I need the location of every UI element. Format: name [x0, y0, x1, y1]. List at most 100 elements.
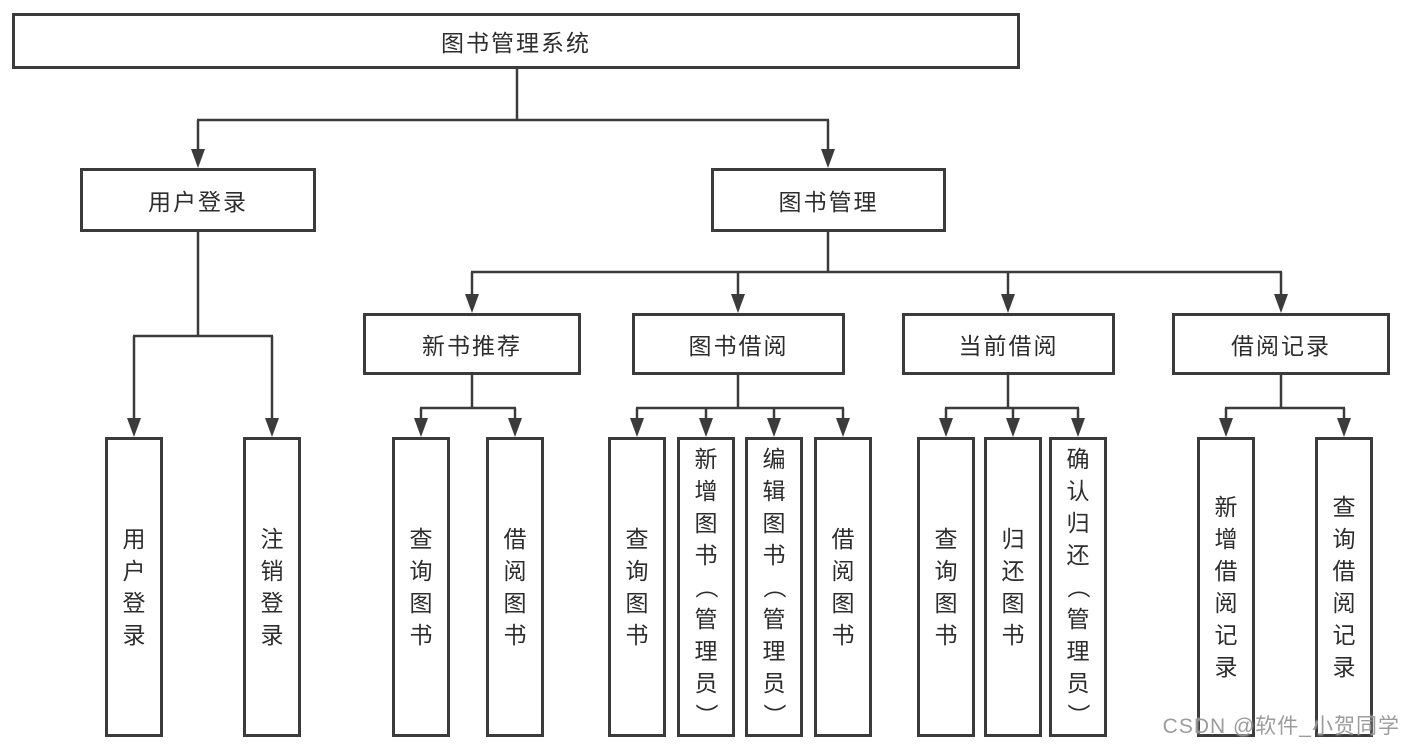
vertical-char: ） [1065, 703, 1091, 727]
vertical-char: 新 [1214, 494, 1238, 520]
vertical-char: 借 [503, 526, 527, 552]
leaf-logout: 注销登录 [243, 437, 301, 737]
vertical-char: 员 [694, 670, 718, 696]
vertical-char: 借 [831, 526, 855, 552]
vertical-char: 辑 [762, 478, 786, 504]
node-label: 新书推荐 [422, 333, 522, 359]
vertical-char: 编 [762, 446, 786, 472]
leaf-borrow-books-recommend: 借阅图书 [486, 437, 544, 737]
vertical-char: 图 [934, 590, 958, 616]
vertical-char: 确 [1066, 446, 1090, 472]
vertical-char: 图 [503, 590, 527, 616]
csdn-watermark: CSDN @软件_小贺同学 [1162, 715, 1400, 738]
vertical-char: 员 [762, 670, 786, 696]
vertical-char: ） [693, 703, 719, 727]
vertical-char: 查 [409, 526, 433, 552]
vertical-char: 录 [1332, 654, 1356, 680]
vertical-char: （ [693, 575, 719, 599]
node-label: 图书管理 [778, 189, 879, 215]
vertical-char: 阅 [503, 558, 527, 584]
leaf-edit-book-admin: 编辑图书 （ 管理员 ） [745, 437, 803, 737]
vertical-char: 归 [1066, 510, 1090, 536]
node-label: 图书借阅 [688, 333, 789, 359]
node-book-management: 图书管理 [711, 168, 946, 232]
node-current-borrow: 当前借阅 [902, 313, 1115, 375]
node-label: 当前借阅 [958, 333, 1059, 359]
vertical-char: 登 [260, 590, 284, 616]
vertical-char: 认 [1066, 478, 1090, 504]
vertical-char: 书 [934, 622, 958, 648]
node-new-book-recommend: 新书推荐 [363, 313, 581, 375]
vertical-char: 员 [1066, 670, 1090, 696]
vertical-char: 图 [625, 590, 649, 616]
node-borrow-records: 借阅记录 [1172, 313, 1390, 375]
vertical-char: 图 [831, 590, 855, 616]
vertical-char: 增 [694, 478, 718, 504]
vertical-char: 记 [1214, 622, 1238, 648]
vertical-char: 注 [260, 526, 284, 552]
arrowheads [127, 149, 1351, 437]
leaf-query-borrow-record: 查询借阅记录 [1315, 437, 1373, 737]
vertical-char: 书 [625, 622, 649, 648]
leaf-user-login: 用户登录 [105, 437, 163, 737]
leaf-borrow-books: 借阅图书 [814, 437, 872, 737]
node-label: 图书管理系统 [441, 30, 591, 56]
vertical-char: 管 [1066, 606, 1090, 632]
node-book-borrow: 图书借阅 [632, 313, 845, 375]
leaf-add-book-admin: 新增图书 （ 管理员 ） [677, 437, 735, 737]
vertical-char: 录 [1214, 654, 1238, 680]
vertical-char: 查 [934, 526, 958, 552]
vertical-char: 理 [762, 638, 786, 664]
vertical-char: 书 [409, 622, 433, 648]
leaf-confirm-return-admin: 确认归还 （ 管理员 ） [1049, 437, 1107, 737]
node-user-login: 用户登录 [80, 168, 316, 232]
vertical-char: 新 [694, 446, 718, 472]
vertical-char: 录 [260, 622, 284, 648]
vertical-char: 询 [409, 558, 433, 584]
vertical-char: 理 [1066, 638, 1090, 664]
vertical-char: 书 [831, 622, 855, 648]
vertical-char: 书 [762, 542, 786, 568]
vertical-char: ） [761, 703, 787, 727]
vertical-char: 借 [1332, 558, 1356, 584]
leaf-query-books-recommend: 查询图书 [392, 437, 450, 737]
vertical-char: 询 [625, 558, 649, 584]
vertical-char: 图 [762, 510, 786, 536]
vertical-char: 用 [122, 526, 146, 552]
vertical-char: 阅 [1332, 590, 1356, 616]
leaf-add-borrow-record: 新增借阅记录 [1197, 437, 1255, 737]
vertical-char: 录 [122, 622, 146, 648]
vertical-char: 理 [694, 638, 718, 664]
node-library-management-system: 图书管理系统 [12, 13, 1020, 69]
vertical-char: 书 [694, 542, 718, 568]
vertical-char: 管 [762, 606, 786, 632]
vertical-char: 登 [122, 590, 146, 616]
vertical-char: 借 [1214, 558, 1238, 584]
vertical-char: 查 [1332, 494, 1356, 520]
leaf-query-books-current: 查询图书 [917, 437, 975, 737]
node-label: 用户登录 [148, 189, 248, 215]
vertical-char: 归 [1001, 526, 1025, 552]
vertical-char: 还 [1066, 542, 1090, 568]
vertical-char: 销 [260, 558, 284, 584]
node-label: 借阅记录 [1231, 333, 1331, 359]
vertical-char: 管 [694, 606, 718, 632]
vertical-char: 书 [1001, 622, 1025, 648]
leaf-return-book: 归还图书 [984, 437, 1042, 737]
vertical-char: 查 [625, 526, 649, 552]
vertical-char: （ [761, 575, 787, 599]
vertical-char: 询 [934, 558, 958, 584]
vertical-char: 询 [1332, 526, 1356, 552]
vertical-char: 阅 [1214, 590, 1238, 616]
leaf-query-books-borrow: 查询图书 [608, 437, 666, 737]
vertical-char: 记 [1332, 622, 1356, 648]
vertical-char: 图 [1001, 590, 1025, 616]
vertical-char: 户 [122, 558, 146, 584]
vertical-char: 增 [1214, 526, 1238, 552]
vertical-char: 图 [409, 590, 433, 616]
vertical-char: 图 [694, 510, 718, 536]
vertical-char: 还 [1001, 558, 1025, 584]
vertical-char: （ [1065, 575, 1091, 599]
